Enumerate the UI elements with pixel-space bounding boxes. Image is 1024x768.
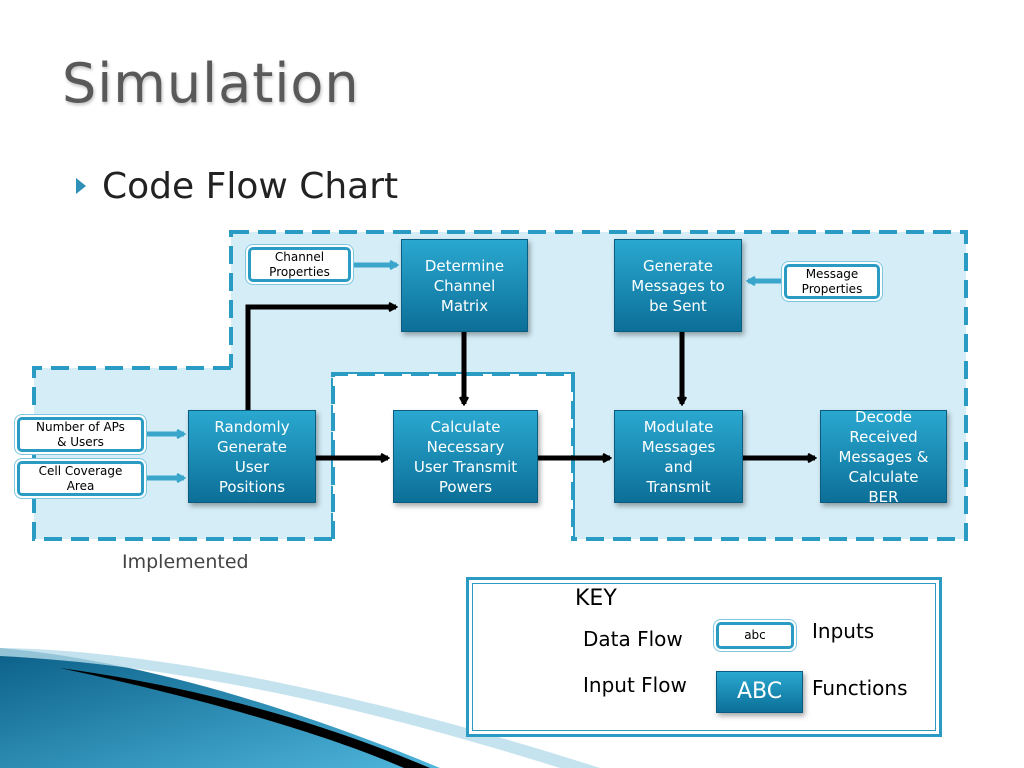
key-title: KEY — [575, 586, 617, 611]
fn-calculate-transmit-powers: Calculate Necessary User Transmit Powers — [393, 410, 538, 503]
key-input-flow-label: Input Flow — [583, 673, 687, 697]
input-message-properties: Message Properties — [784, 264, 880, 299]
slide-title: Simulation — [62, 52, 360, 115]
key-panel — [466, 577, 942, 737]
corner-swoosh — [0, 648, 600, 768]
implemented-label: Implemented — [122, 551, 249, 573]
fn-generate-messages: Generate Messages to be Sent — [614, 239, 742, 332]
fn-determine-channel-matrix: Determine Channel Matrix — [401, 239, 528, 332]
key-inputs-label: Inputs — [812, 619, 875, 643]
input-channel-properties: Channel Properties — [248, 247, 351, 282]
key-data-flow-label: Data Flow — [583, 627, 683, 651]
input-cell-coverage: Cell Coverage Area — [17, 461, 144, 496]
input-number-of-aps: Number of APs & Users — [17, 417, 144, 452]
fn-modulate-transmit: Modulate Messages and Transmit — [614, 410, 743, 503]
key-input-sample: abc — [716, 622, 794, 649]
fn-decode-calculate-ber: Decode Received Messages & Calculate BER — [820, 408, 947, 506]
key-function-sample: ABC — [716, 671, 803, 713]
bullet-text: Code Flow Chart — [102, 166, 399, 207]
fn-randomly-generate-positions: Randomly Generate User Positions — [188, 410, 316, 503]
key-functions-label: Functions — [812, 676, 908, 700]
bullet-arrow-icon — [76, 178, 86, 194]
